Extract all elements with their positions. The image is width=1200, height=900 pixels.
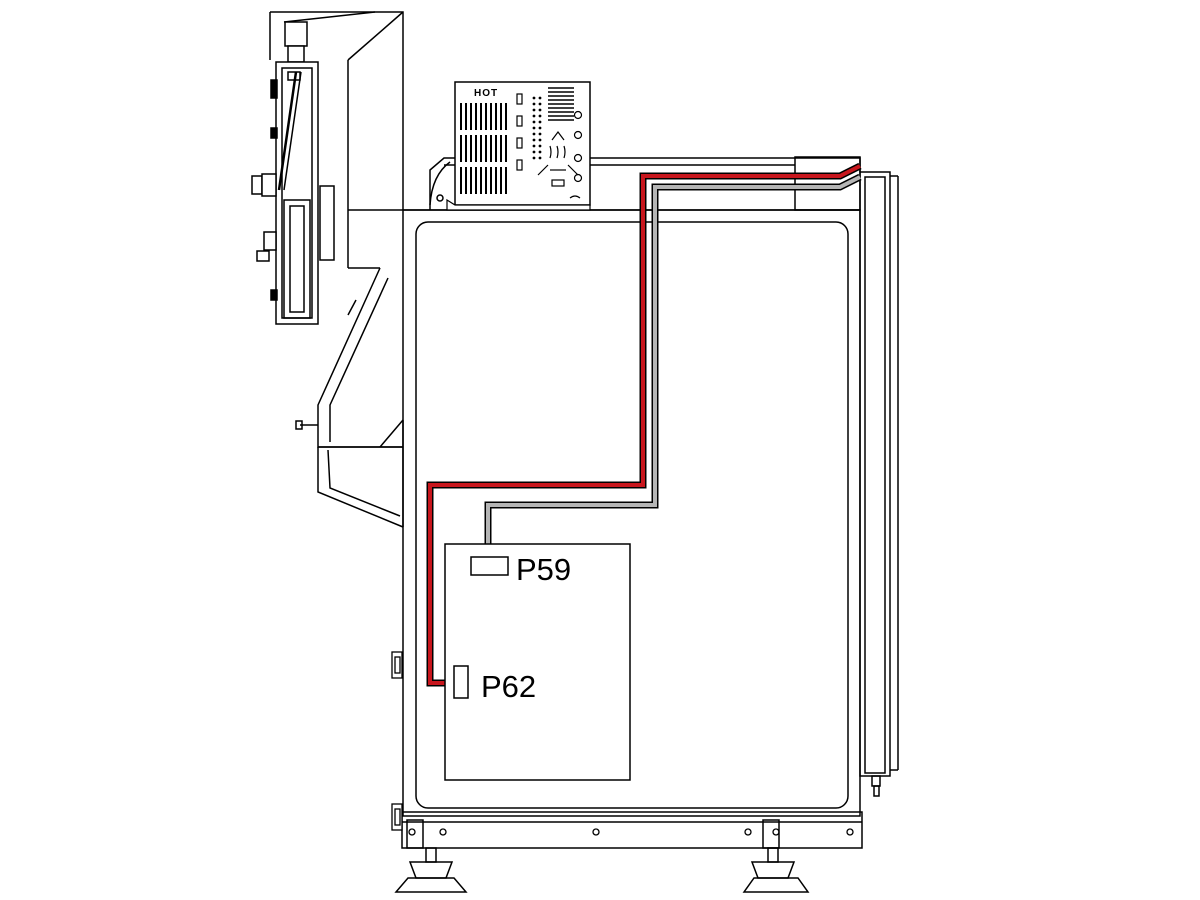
connector-p59-label: P59 (516, 552, 571, 587)
right-door (859, 171, 899, 797)
hot-warning-text: HOT (474, 88, 498, 99)
connector-p62-label: P62 (481, 669, 536, 704)
connector-p62-icon (453, 665, 469, 699)
control-board (444, 543, 631, 781)
gray-cable-core (486, 175, 861, 560)
side-latches (391, 651, 403, 831)
gray-cable (484, 173, 862, 560)
control-pendant-icon (251, 21, 319, 325)
base-bolts (408, 828, 854, 836)
leveling-foot-icon (394, 819, 810, 893)
red-cable-core (428, 164, 861, 685)
pendant-arm (269, 11, 404, 269)
red-cable (426, 162, 862, 687)
front-slanted-panels (295, 267, 404, 528)
hot-surface-warning-panel: HOT (446, 81, 591, 211)
connector-p59-icon (470, 556, 509, 576)
